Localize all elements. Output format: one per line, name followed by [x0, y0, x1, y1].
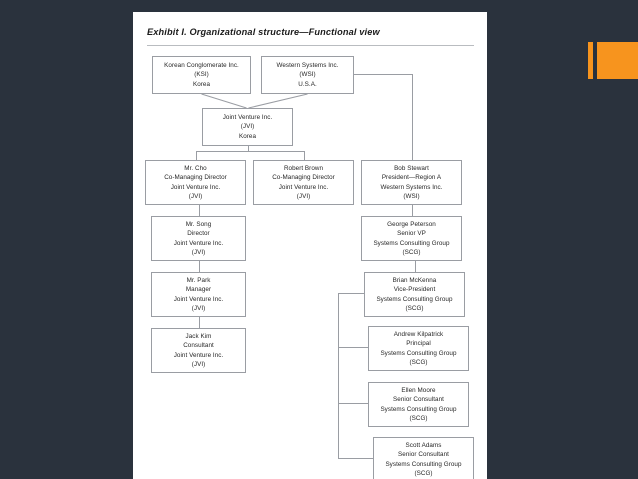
- diagonal-connector-layer: [201, 93, 308, 109]
- connector-line: [195, 151, 304, 152]
- org-node-detail: (JVI): [188, 192, 203, 200]
- org-node-ksi[interactable]: Korean Conglomerate Inc.(KSI)Korea: [152, 56, 251, 94]
- org-node-name: Joint Venture Inc.: [222, 114, 273, 122]
- connector-line: [338, 293, 364, 294]
- org-node-detail: Senior VP: [397, 230, 426, 238]
- connector-line: [195, 151, 197, 160]
- connector-line: [201, 93, 247, 109]
- org-node-detail: (SCG): [409, 414, 428, 422]
- org-node-name: Scott Adams: [405, 442, 442, 450]
- org-node-detail: Joint Venture Inc.: [170, 183, 221, 191]
- org-node-jvi[interactable]: Joint Venture Inc.(JVI)Korea: [202, 108, 293, 146]
- org-node-detail: Senior Consultant: [393, 396, 444, 404]
- org-node-detail: Joint Venture Inc.: [173, 295, 224, 303]
- org-node-detail: (JVI): [240, 123, 255, 131]
- connector-line: [338, 347, 368, 348]
- org-node-detail: (SCG): [414, 469, 433, 477]
- org-node-detail: Korea: [238, 132, 257, 140]
- org-node-detail: Joint Venture Inc.: [173, 239, 224, 247]
- org-node-detail: Western Systems Inc.: [380, 183, 443, 191]
- org-node-detail: (JVI): [191, 360, 206, 368]
- org-node-name: Mr. Song: [185, 221, 212, 229]
- org-node-detail: Director: [187, 230, 210, 238]
- connector-line: [414, 261, 416, 272]
- org-node-detail: Co-Managing Director: [164, 174, 227, 182]
- title-divider: [147, 45, 474, 46]
- connector-line: [198, 261, 200, 272]
- connector-line: [198, 317, 200, 328]
- connector-line: [247, 146, 249, 151]
- org-node-detail: (WSI): [299, 71, 316, 79]
- connector-line: [248, 93, 308, 109]
- org-node-name: Mr. Cho: [184, 165, 207, 173]
- connector-line: [354, 74, 412, 75]
- org-node-name: Western Systems Inc.: [276, 62, 339, 70]
- exhibit-card: Exhibit I. Organizational structure—Func…: [133, 12, 487, 479]
- org-node-detail: Manager: [185, 286, 212, 294]
- connector-line: [411, 74, 413, 160]
- org-node-name: Robert Brown: [283, 165, 324, 173]
- org-node-detail: (JVI): [191, 304, 206, 312]
- orange-thin-stripe-decoration: [588, 42, 593, 79]
- org-node-detail: Vice-President: [393, 286, 436, 294]
- connector-line: [338, 293, 339, 458]
- org-node-detail: (JVI): [191, 248, 206, 256]
- orange-block-decoration: [597, 42, 638, 79]
- exhibit-title: Exhibit I. Organizational structure—Func…: [147, 27, 380, 37]
- org-node-detail: (SCG): [402, 248, 421, 256]
- org-node-detail: Co-Managing Director: [272, 174, 335, 182]
- org-node-detail: (SCG): [409, 358, 428, 366]
- org-node-detail: Systems Consulting Group: [385, 460, 462, 468]
- org-node-detail: Principal: [406, 340, 431, 348]
- connector-line: [338, 403, 368, 404]
- org-node-name: Andrew Kilpatrick: [393, 331, 444, 339]
- connector-line: [303, 151, 305, 160]
- org-node-detail: Consultant: [183, 342, 214, 350]
- org-node-detail: Korea: [192, 80, 211, 88]
- org-node-detail: Systems Consulting Group: [373, 239, 450, 247]
- connector-line: [411, 205, 413, 216]
- org-node-name: Bob Stewart: [394, 165, 429, 173]
- org-node-detail: U.S.A.: [298, 80, 317, 88]
- connector-line: [338, 458, 373, 459]
- org-node-wsi[interactable]: Western Systems Inc.(WSI)U.S.A.: [261, 56, 354, 94]
- org-node-name: Ellen Moore: [401, 387, 436, 395]
- org-node-detail: (KSI): [194, 71, 209, 79]
- org-node-detail: Systems Consulting Group: [380, 349, 457, 357]
- org-node-detail: (WSI): [403, 192, 420, 200]
- org-node-name: Brian McKenna: [392, 277, 437, 285]
- org-node-name: Korean Conglomerate Inc.: [164, 62, 239, 70]
- org-node-detail: Systems Consulting Group: [376, 295, 453, 303]
- org-node-detail: Joint Venture Inc.: [173, 351, 224, 359]
- org-node-name: George Peterson: [387, 221, 436, 229]
- org-node-name: Mr. Park: [186, 277, 211, 285]
- org-node-detail: Systems Consulting Group: [380, 405, 457, 413]
- org-node-detail: (JVI): [296, 192, 311, 200]
- org-node-name: Jack Kim: [185, 333, 212, 341]
- connector-line: [198, 205, 200, 216]
- org-node-detail: President—Region A: [381, 174, 442, 182]
- org-node-detail: (SCG): [405, 304, 424, 312]
- org-node-detail: Senior Consultant: [398, 451, 449, 459]
- org-node-detail: Joint Venture Inc.: [278, 183, 329, 191]
